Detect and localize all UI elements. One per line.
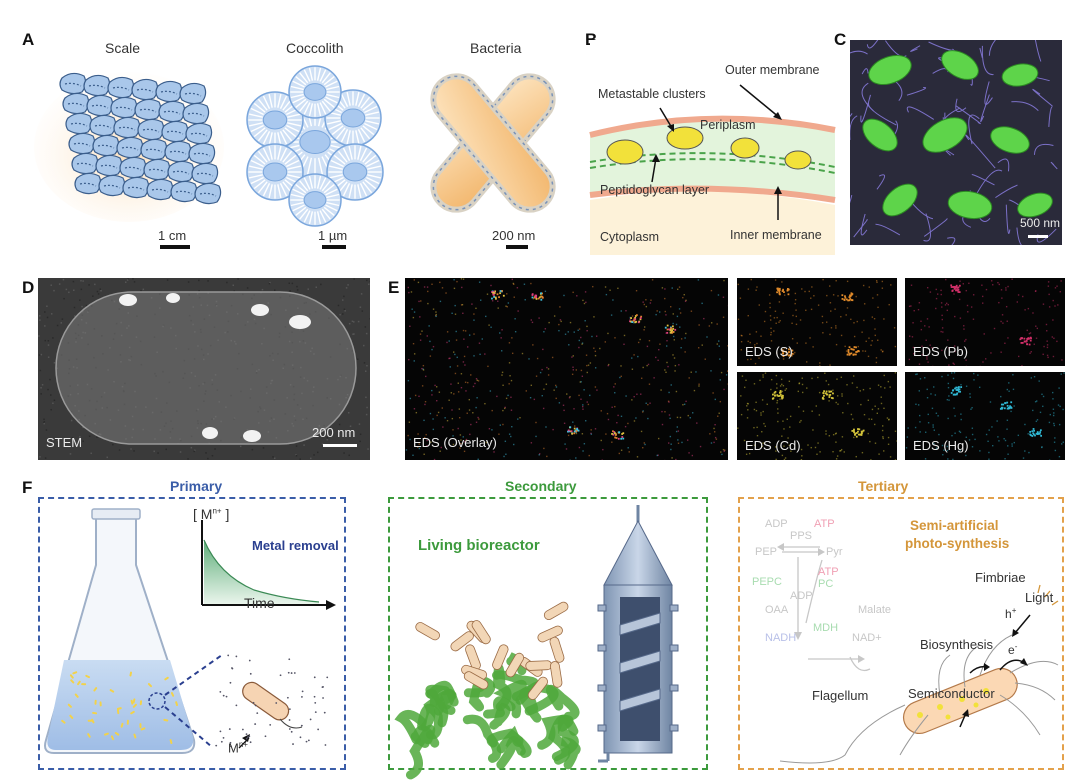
outer-membrane-label: Outer membrane	[725, 63, 820, 77]
stem-cell	[38, 278, 370, 460]
metabolite-nadh: NADH	[765, 632, 797, 644]
eds-hg-map: EDS (Hg)	[905, 372, 1065, 460]
light-label: Light	[1025, 590, 1054, 605]
eds-overlay-map: EDS (Overlay)	[405, 278, 728, 460]
electron-label: e-	[1008, 642, 1018, 657]
sem-texture	[850, 40, 1058, 245]
panel-label-f: F	[22, 478, 33, 497]
metabolite-adp: ADP	[765, 518, 788, 530]
enzyme-pc: PC	[818, 578, 834, 590]
peptidoglycan-label: Peptidoglycan layer	[600, 183, 710, 197]
cytoplasm-label: Cytoplasm	[600, 230, 660, 244]
panel-label-d: D	[22, 278, 35, 297]
panel-label-c: C	[834, 30, 847, 49]
semi-artificial-label-1: Semi-artificial	[910, 518, 999, 533]
living-bioreactor-label: Living bioreactor	[418, 537, 540, 554]
scale-bar-label-d: 200 nm	[312, 425, 356, 440]
scale-bar-c	[1028, 235, 1048, 238]
stem-label: STEM	[46, 435, 83, 450]
eds-overlay-dots	[405, 278, 728, 460]
coccolith-illustration	[246, 65, 384, 227]
eds-pb-label: EDS (Pb)	[913, 344, 968, 359]
sem-image: 500 nm	[850, 40, 1062, 245]
metabolite-pyr: Pyr	[826, 546, 843, 558]
hole-label: h+	[1005, 606, 1017, 621]
metal-removal-label: Metal removal	[252, 538, 339, 553]
scale-bar-label-a1: 1 cm	[158, 228, 187, 243]
periplasm-label: Periplasm	[700, 118, 756, 132]
tertiary-title: Tertiary	[858, 478, 909, 494]
metabolite-adp-2: ADP	[790, 590, 813, 602]
fimbriae-label: Fimbriae	[975, 570, 1026, 585]
tertiary-box	[738, 497, 1064, 770]
secondary-box	[388, 497, 708, 770]
secondary-title: Secondary	[505, 478, 577, 494]
metal-ion-label: Mn+	[228, 740, 248, 756]
metabolite-atp-1: ATP	[814, 518, 835, 530]
stem-image: STEM 200 nm	[38, 278, 370, 460]
eds-cd-map: EDS (Cd)	[737, 372, 897, 460]
bacteria-title: Bacteria	[470, 40, 522, 56]
eds-s-label: EDS (S)	[745, 344, 793, 359]
eds-cd-label: EDS (Cd)	[745, 438, 801, 453]
panel-label-a: A	[22, 30, 35, 49]
flagellum-label: Flagellum	[812, 688, 869, 703]
eds-s-map: EDS (S)	[737, 278, 897, 366]
scale-bar-a2	[322, 245, 346, 249]
scale-bar-a3	[506, 245, 528, 249]
eds-pb-dots	[908, 278, 1063, 366]
eds-cd-dots	[737, 372, 897, 460]
metabolite-pep: PEP	[755, 546, 778, 558]
bioreactor-illustration	[394, 505, 679, 780]
flask-illustration	[44, 508, 336, 754]
panel-label-e: E	[388, 278, 400, 297]
semiconductor-label: Semiconductor	[908, 686, 995, 701]
eds-hg-label: EDS (Hg)	[913, 438, 969, 453]
primary-box	[38, 497, 346, 770]
enzyme-pepc: PEPC	[752, 576, 782, 588]
scale-bar-label-a2: 1 µm	[318, 228, 348, 243]
scale-bar-d	[323, 444, 357, 447]
eds-hg-dots	[905, 372, 1065, 460]
metastable-clusters-label: Metastable clusters	[598, 87, 706, 101]
bacteria-cross-illustration	[430, 73, 556, 213]
enzyme-mdh: MDH	[813, 622, 839, 634]
inner-membrane-label: Inner membrane	[730, 228, 822, 242]
biosynthesis-label: Biosynthesis	[920, 637, 993, 652]
metabolite-oaa: OAA	[765, 604, 789, 616]
eds-pb-map: EDS (Pb)	[905, 278, 1065, 366]
metal-conc-axis-label: [ Mn+ ]	[193, 506, 230, 522]
scale-bar-a1	[160, 245, 190, 249]
primary-title: Primary	[170, 478, 223, 494]
metabolite-malate: Malate	[858, 604, 892, 616]
cell-envelope-diagram	[589, 40, 836, 255]
scale-bar-label-a3: 200 nm	[492, 228, 536, 243]
eds-overlay-label: EDS (Overlay)	[413, 435, 497, 450]
metabolic-pathway-diagram	[777, 543, 1059, 764]
fish-scale-illustration	[34, 72, 224, 222]
eds-s-dots	[737, 278, 897, 366]
scale-title: Scale	[105, 40, 141, 56]
scale-bar-label-c: 500 nm	[1020, 216, 1061, 230]
metabolite-nad: NAD+	[852, 632, 882, 644]
time-axis-label: Time	[244, 595, 275, 611]
coccolith-title: Coccolith	[286, 40, 344, 56]
enzyme-pps: PPS	[790, 530, 813, 542]
semi-artificial-label-2: photo-synthesis	[905, 536, 1010, 551]
metabolite-atp-2: ATP	[818, 566, 839, 578]
